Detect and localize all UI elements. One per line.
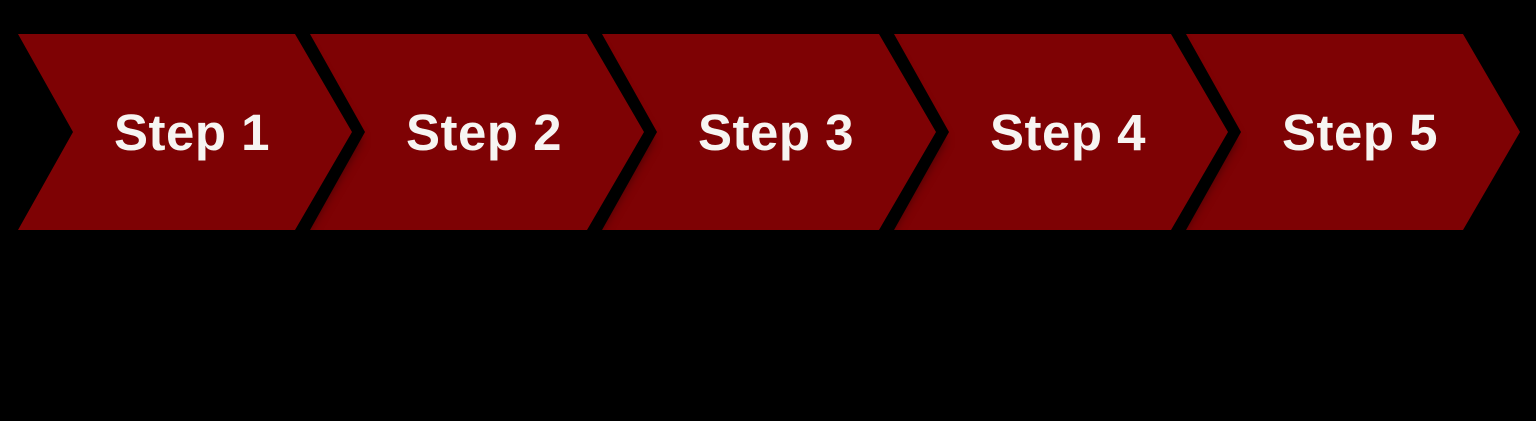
chevron-band: Step 1 Step 2 Step 3 Step 4 Step 5 [0,34,1536,230]
step-label: Step 2 [405,103,563,161]
chevron-arrow-shape: Step 2 [310,34,644,230]
chevron-arrow-shape: Step 1 [18,34,352,230]
chevron-step-4: Step 4 [894,34,1228,230]
chevron-step-3: Step 3 [602,34,936,230]
chevron-arrow-shape: Step 4 [894,34,1228,230]
step-label: Step 5 [1281,103,1439,161]
chevron-step-2: Step 2 [310,34,644,230]
chevron-step-1: Step 1 [18,34,352,230]
step-label: Step 4 [989,103,1147,161]
chevron-arrow-shape: Step 5 [1186,34,1520,230]
step-label: Step 1 [113,103,271,161]
chevron-step-5: Step 5 [1186,34,1520,230]
chevron-arrow-shape: Step 3 [602,34,936,230]
step-label: Step 3 [697,103,855,161]
